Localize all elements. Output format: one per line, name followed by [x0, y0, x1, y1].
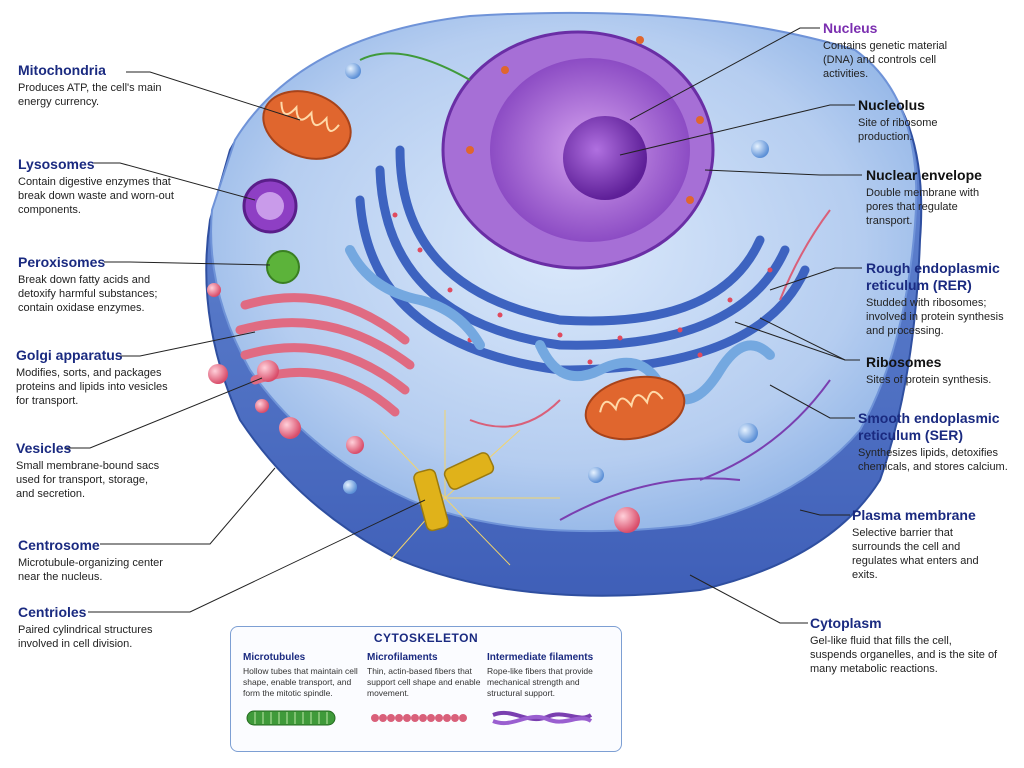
label-title: Nucleus [823, 20, 878, 36]
leader-lines [66, 27, 862, 624]
label-desc: Small membrane-bound sacs used for trans… [16, 460, 160, 500]
label-cytoplasm: Cytoplasm Gel-like fluid that fills the … [810, 615, 1005, 676]
label-desc: Modifies, sorts, and packages proteins a… [16, 367, 168, 407]
legend-microtubules: Microtubules Hollow tubes that maintain … [243, 651, 365, 736]
label-lysosomes: Lysosomes Contain digestive enzymes that… [18, 156, 193, 217]
legend-item-title: Intermediate filaments [487, 652, 594, 663]
label-rer: Rough endoplasmic reticulum (RER) Studde… [866, 260, 1016, 338]
label-title: Nuclear envelope [866, 167, 982, 183]
label-centrosome: Centrosome Microtubule-organizing center… [18, 537, 193, 584]
label-title: Centrioles [18, 604, 87, 620]
label-title: Smooth endoplasmic reticulum (SER) [858, 410, 1000, 443]
nucleolus [563, 116, 647, 200]
label-plasma-membrane: Plasma membrane Selective barrier that s… [852, 507, 1022, 582]
label-desc: Studded with ribosomes; involved in prot… [866, 297, 1004, 337]
label-title: Peroxisomes [18, 254, 106, 270]
label-title: Mitochondria [18, 62, 106, 78]
label-desc: Gel-like fluid that fills the cell, susp… [810, 635, 998, 675]
nuclear-pore [501, 66, 509, 74]
nuclear-pore [696, 116, 704, 124]
label-desc: Double membrane with pores that regulate… [866, 187, 980, 227]
cytoskeleton-legend: CYTOSKELETON Microtubules Hollow tubes t… [230, 626, 622, 752]
label-title: Plasma membrane [852, 507, 976, 523]
label-title: Vesicles [16, 440, 72, 456]
nuclear-pore [686, 196, 694, 204]
nuclear-pore [466, 146, 474, 154]
label-nuclear-envelope: Nuclear envelope Double membrane with po… [866, 167, 1024, 228]
legend-item-desc: Thin, actin-based fibers that support ce… [367, 666, 481, 698]
label-title: Lysosomes [18, 156, 95, 172]
label-desc: Break down fatty acids and detoxify harm… [18, 274, 158, 314]
legend-item-title: Microfilaments [367, 652, 438, 663]
label-vesicles: Vesicles Small membrane-bound sacs used … [16, 440, 191, 501]
label-desc: Selective barrier that surrounds the cel… [852, 527, 979, 581]
label-desc: Synthesizes lipids, detoxifies chemicals… [858, 447, 1008, 473]
legend-item-desc: Rope-like fibers that provide mechanical… [487, 666, 593, 698]
label-desc: Contain digestive enzymes that break dow… [18, 176, 174, 216]
label-desc: Paired cylindrical structures involved i… [18, 624, 153, 650]
label-title: Golgi apparatus [16, 347, 123, 363]
label-mitochondria: Mitochondria Produces ATP, the cell's ma… [18, 62, 193, 109]
legend-microfilaments: Microfilaments Thin, actin-based fibers … [367, 651, 489, 736]
label-golgi: Golgi apparatus Modifies, sorts, and pac… [16, 347, 191, 408]
centrioles [413, 452, 495, 532]
label-nucleus: Nucleus Contains genetic material (DNA) … [823, 20, 993, 81]
vesicles [207, 63, 769, 533]
lysosome-core [256, 192, 284, 220]
nuclear-pore [636, 36, 644, 44]
cytoskeleton-fibers [359, 52, 831, 521]
peroxisome [266, 250, 300, 284]
microtubule-icon [246, 710, 336, 726]
microfilament-icon [371, 714, 467, 722]
legend-item-title: Microtubules [243, 652, 306, 663]
legend-item-desc: Hollow tubes that maintain cell shape, e… [243, 666, 358, 698]
label-desc: Microtubule-organizing center near the n… [18, 557, 163, 583]
label-title: Nucleolus [858, 97, 925, 113]
mitochondrion-1 [262, 90, 352, 160]
label-desc: Produces ATP, the cell's main energy cur… [18, 82, 162, 108]
legend-intermediate-filaments: Intermediate filaments Rope-like fibers … [487, 651, 613, 736]
label-title: Rough endoplasmic reticulum (RER) [866, 260, 1000, 293]
label-desc: Site of ribosome production. [858, 117, 938, 143]
intermediate-filament-icon [492, 710, 593, 726]
label-nucleolus: Nucleolus Site of ribosome production. [858, 97, 1024, 144]
label-title: Cytoplasm [810, 615, 882, 631]
label-ser: Smooth endoplasmic reticulum (SER) Synth… [858, 410, 1018, 474]
mitochondrion-2 [584, 375, 686, 441]
nucleus-group [441, 30, 715, 270]
label-desc: Sites of protein synthesis. [866, 374, 992, 386]
label-desc: Contains genetic material (DNA) and cont… [823, 40, 948, 80]
label-title: Ribosomes [866, 354, 942, 370]
label-peroxisomes: Peroxisomes Break down fatty acids and d… [18, 254, 193, 315]
label-ribosomes: Ribosomes Sites of protein synthesis. [866, 354, 1024, 387]
label-centrioles: Centrioles Paired cylindrical structures… [18, 604, 193, 651]
label-title: Centrosome [18, 537, 100, 553]
cytoskeleton-title: CYTOSKELETON [373, 631, 479, 645]
